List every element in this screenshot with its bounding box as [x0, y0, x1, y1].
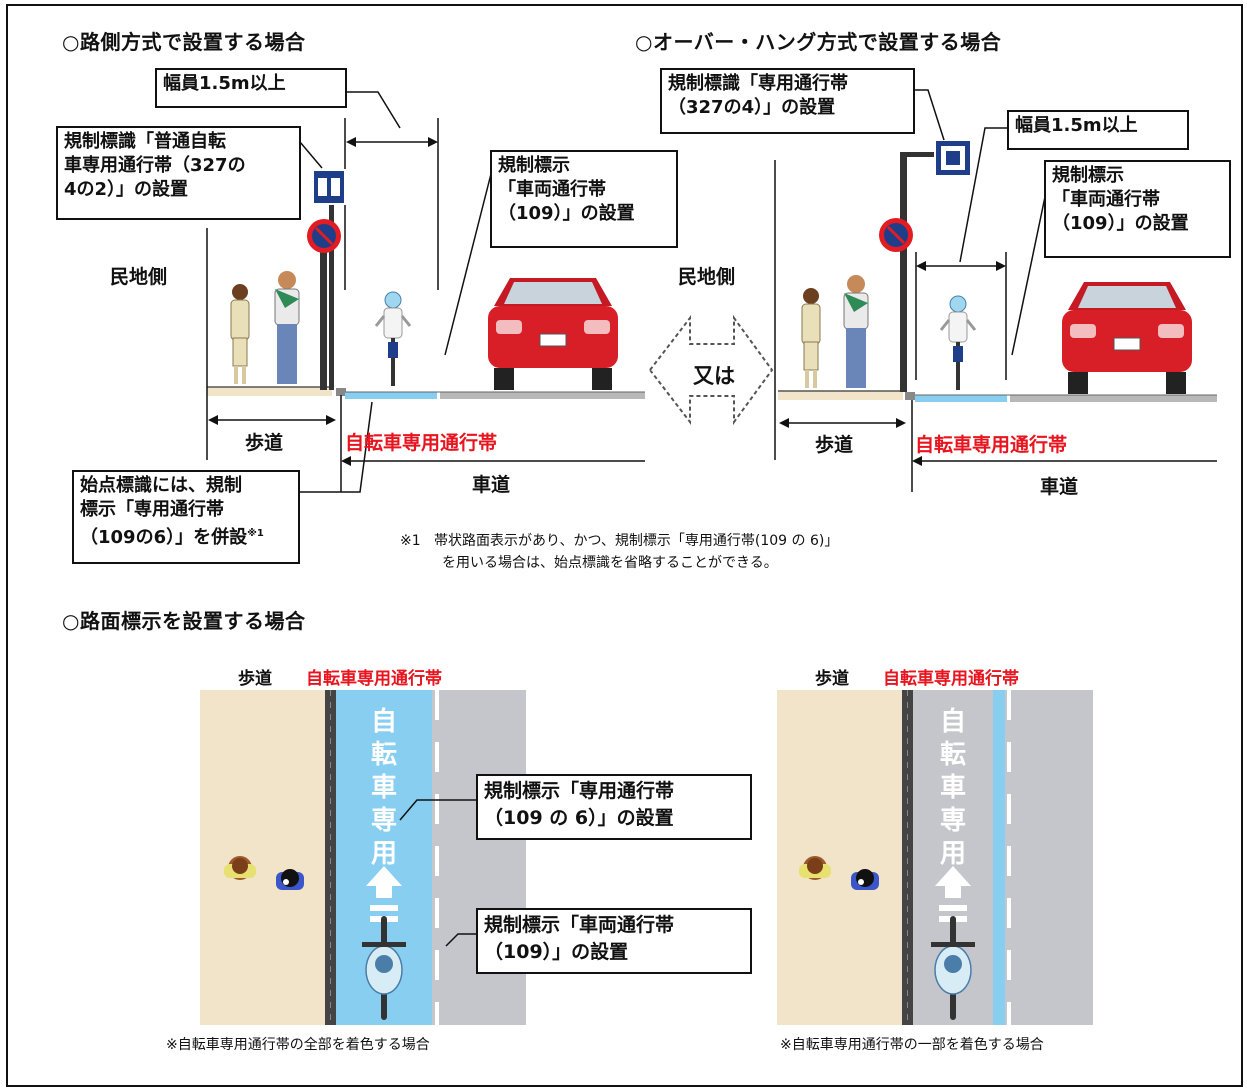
section-title-marking: ○路面標示を設置する場合 — [62, 609, 306, 633]
left-plan-view — [200, 690, 526, 1025]
lane-vertical-text-right: 自 転 車 専 用 — [939, 707, 966, 869]
left-cross-section — [206, 91, 645, 493]
plan-caption-right: ※自転車専用通行帯の一部を着色する場合 — [780, 1037, 1044, 1053]
sidewalk-label-left: 歩道 — [245, 432, 284, 454]
section-title-roadside: ○路側方式で設置する場合 — [62, 30, 306, 54]
footnote: ※1 帯状路面表示があり、かつ、規制標示「専用通行帯(109 の 6)」 を用い… — [400, 533, 839, 571]
plan-callout-exclusive-lane: 規制標示「専用通行帯 （109 の 6）」の設置 — [476, 774, 752, 840]
plan-sidewalk-label-right: 歩道 — [815, 669, 849, 689]
roadway-label-left: 車道 — [472, 474, 511, 496]
plan-bike-lane-label-right: 自転車専用通行帯 — [883, 669, 1019, 689]
bike-lane-label-left: 自転車専用通行帯 — [345, 432, 498, 454]
double-arrow-icon — [648, 314, 774, 426]
roadway-label-right: 車道 — [1040, 476, 1079, 498]
lane-vertical-text-left: 自 転 車 専 用 — [370, 707, 397, 869]
lane-marking-callout-left: 規制標示 「車両通行帯 （109）」の設置 — [490, 150, 678, 248]
bike-lane-label-right: 自転車専用通行帯 — [915, 434, 1068, 456]
plan-sidewalk-label-left: 歩道 — [238, 669, 272, 689]
plan-bike-lane-label-left: 自転車専用通行帯 — [306, 669, 442, 689]
width-callout-right: 幅員1.5m以上 — [1007, 110, 1189, 150]
plan-caption-left: ※自転車専用通行帯の全部を着色する場合 — [166, 1037, 430, 1053]
plan-callout-vehicle-lane: 規制標示「車両通行帯 （109）」の設置 — [476, 908, 752, 974]
lane-marking-callout-right: 規制標示 「車両通行帯 （109）」の設置 — [1044, 160, 1231, 258]
or-label: 又は — [693, 364, 735, 388]
section-title-overhang: ○オーバー・ハング方式で設置する場合 — [635, 30, 1002, 54]
sign-callout-right: 規制標識「専用通行帯 （327の4）」の設置 — [660, 68, 915, 134]
sidewalk-label-right: 歩道 — [815, 434, 854, 456]
start-sign-callout: 始点標識には、規制 標示「専用通行帯 （109の6）」を併設※1 — [72, 470, 300, 564]
private-side-label-right: 民地側 — [678, 266, 736, 288]
width-callout-left: 幅員1.5m以上 — [155, 68, 347, 108]
right-plan-view — [777, 690, 1093, 1025]
private-side-label-left: 民地側 — [110, 266, 168, 288]
sign-callout-left: 規制標識「普通自転 車専用通行帯（327の 4の2）」の設置 — [56, 126, 301, 220]
right-cross-section — [774, 89, 1217, 492]
